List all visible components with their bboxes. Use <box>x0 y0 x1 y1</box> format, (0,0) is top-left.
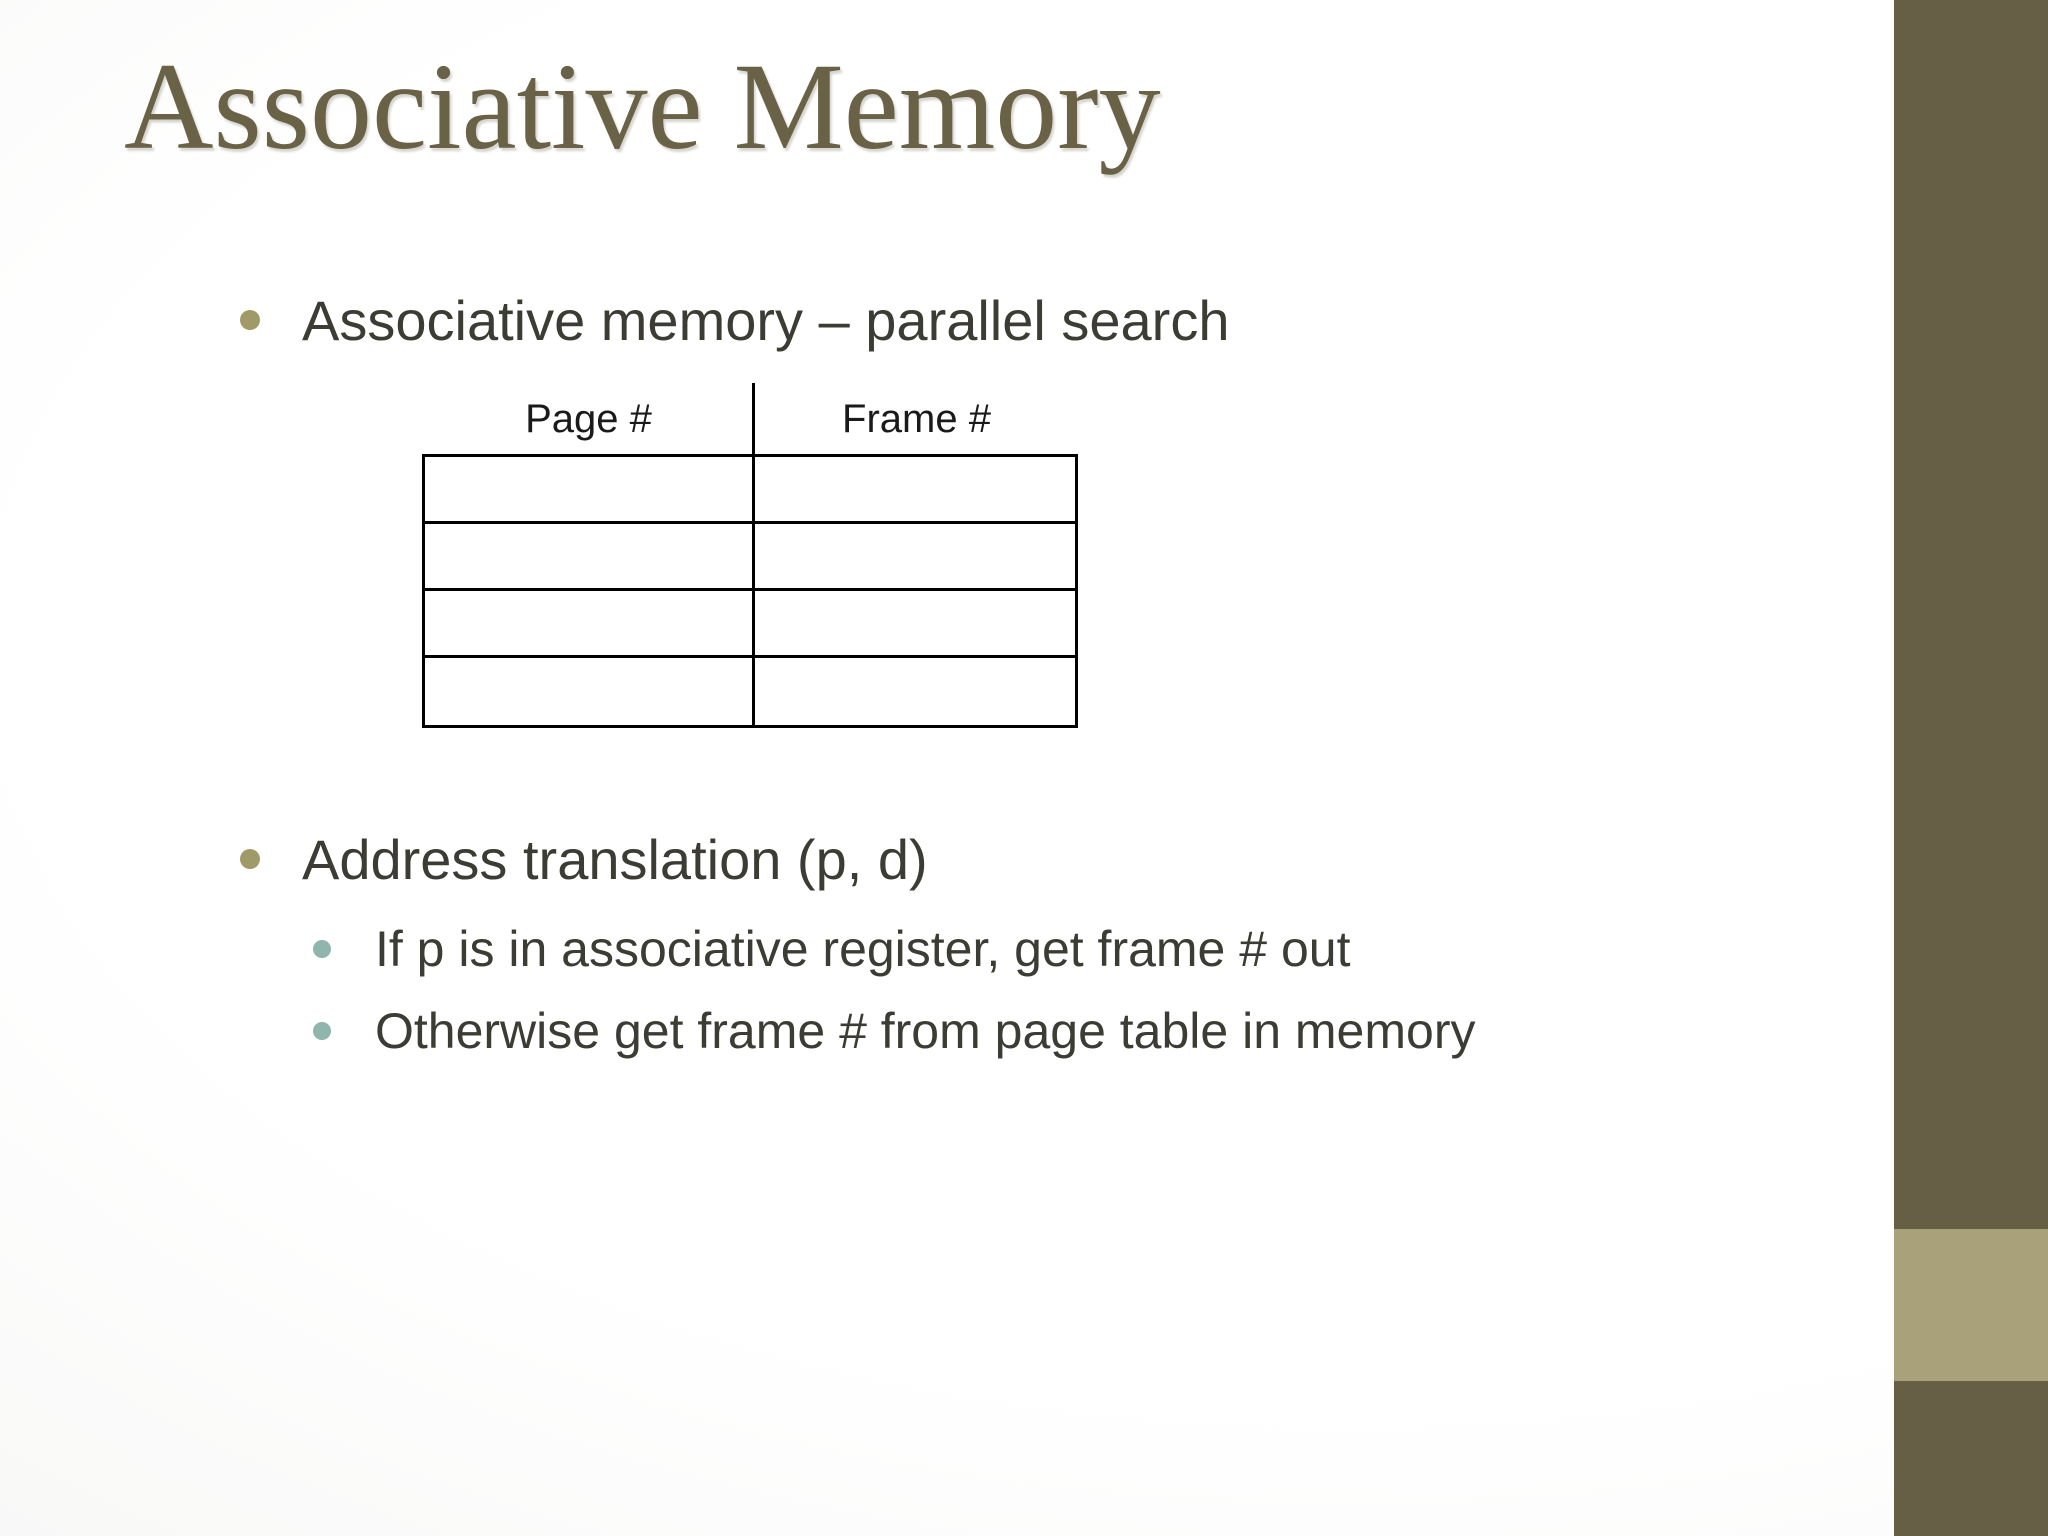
sidebar-stripe <box>1894 0 2048 1536</box>
table-cell <box>755 524 1075 591</box>
table-header-page: Page # <box>525 396 652 441</box>
table-grid <box>422 454 1078 728</box>
table-cell <box>755 591 1075 658</box>
subbullet-if-p: If p is in associative register, get fra… <box>313 919 1350 979</box>
table-cell <box>425 591 755 658</box>
bullet-text: Address translation (p, d) <box>302 827 928 891</box>
table-cell <box>425 658 755 725</box>
bullet-dot-icon <box>240 310 260 330</box>
slide-title: Associative Memory <box>124 38 1161 175</box>
table-cell <box>425 457 755 524</box>
bullet-dot-icon <box>313 1022 331 1040</box>
bullet-address-translation: Address translation (p, d) <box>240 826 928 892</box>
stripe-accent-band <box>1894 1229 2048 1381</box>
table-header-frame: Frame # <box>842 396 991 441</box>
subbullet-otherwise: Otherwise get frame # from page table in… <box>313 1001 1475 1061</box>
bullet-dot-icon <box>313 940 331 958</box>
bullet-dot-icon <box>240 849 260 869</box>
table-cell <box>755 658 1075 725</box>
bullet-text: Associative memory – parallel search <box>302 288 1230 352</box>
bullet-text: If p is in associative register, get fra… <box>375 921 1351 977</box>
bullet-associative-memory: Associative memory – parallel search <box>240 287 1229 353</box>
bullet-text: Otherwise get frame # from page table in… <box>375 1003 1476 1059</box>
table-cell <box>755 457 1075 524</box>
table-cell <box>425 524 755 591</box>
column-divider-line <box>752 383 755 457</box>
